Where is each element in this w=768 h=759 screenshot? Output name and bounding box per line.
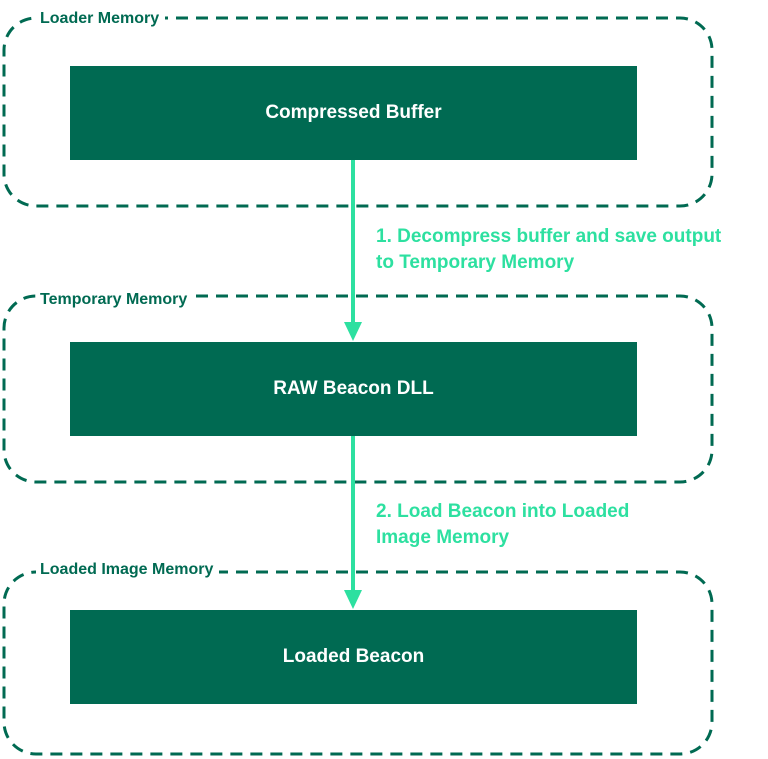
box-compressed-buffer: Compressed Buffer	[70, 66, 637, 160]
region-label-loader-memory: Loader Memory	[36, 9, 166, 29]
box-raw-beacon-dll-label: RAW Beacon DLL	[273, 378, 434, 399]
step-1-line-2: to Temporary Memory	[376, 252, 575, 273]
step-2-line-2: Image Memory	[376, 527, 510, 548]
step-2-label: 2. Load Beacon into Loaded Image Memory	[376, 499, 629, 551]
region-loader-memory-border	[2, 16, 714, 208]
box-raw-beacon-dll: RAW Beacon DLL	[70, 342, 637, 436]
arrowhead-decompress	[344, 322, 362, 341]
box-loaded-beacon: Loaded Beacon	[70, 610, 637, 704]
region-temporary-memory-border	[2, 294, 714, 484]
step-1-line-1: 1. Decompress buffer and save output	[376, 226, 722, 247]
box-compressed-buffer-label: Compressed Buffer	[265, 102, 442, 123]
step-2-line-1: 2. Load Beacon into Loaded	[376, 501, 630, 522]
region-label-temporary-memory: Temporary Memory	[36, 290, 194, 310]
arrowhead-load	[344, 590, 362, 609]
region-loaded-image-memory-border	[2, 570, 714, 756]
region-label-loaded-image-memory: Loaded Image Memory	[36, 560, 220, 580]
step-1-label: 1. Decompress buffer and save output to …	[376, 224, 721, 276]
box-loaded-beacon-label: Loaded Beacon	[282, 646, 425, 667]
